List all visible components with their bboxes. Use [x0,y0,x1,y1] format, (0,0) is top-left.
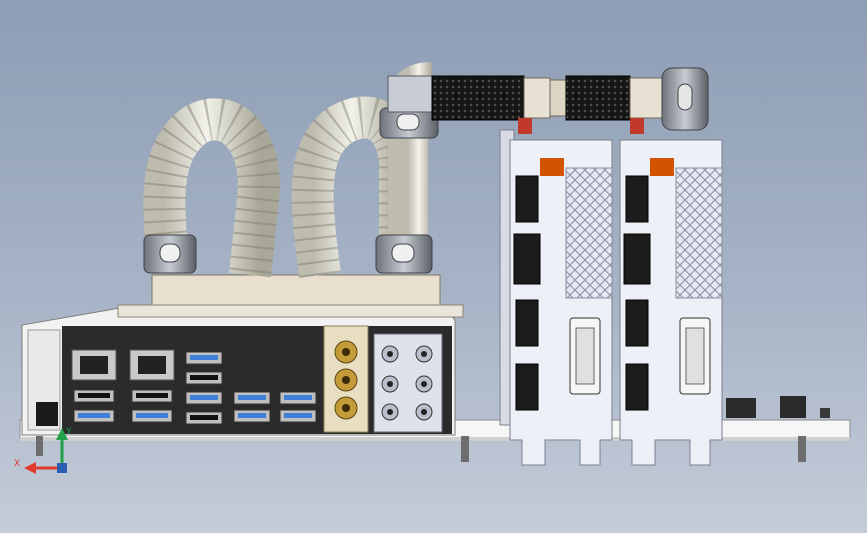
water-tube-icon [291,62,441,278]
displayport-icon [515,175,539,411]
header-connector [820,408,830,418]
ethernet-port-icon [71,349,175,381]
standoff [461,436,469,462]
displayport-icon [625,175,649,411]
x-axis-label: X [14,459,20,469]
gpu-bracket [499,129,613,466]
header-connector [780,396,806,418]
dvi-port-icon [679,317,711,395]
header-connector [726,398,756,418]
hdmi-port-icon [513,233,541,285]
hdmi-port-icon [623,233,651,285]
radiator-icon [431,67,709,134]
cpu-water-block [117,274,464,318]
y-axis-label: Y [65,427,72,437]
standoff [798,436,806,462]
dvi-port-icon [569,317,601,395]
water-tube-icon [143,98,280,278]
standoff [36,436,43,456]
gpu-bracket [619,139,723,466]
usb-port-icon [73,351,317,425]
audio-jack-icon [373,333,443,433]
gold-connector [323,325,369,433]
axis-triad-icon: X Y [14,427,72,474]
